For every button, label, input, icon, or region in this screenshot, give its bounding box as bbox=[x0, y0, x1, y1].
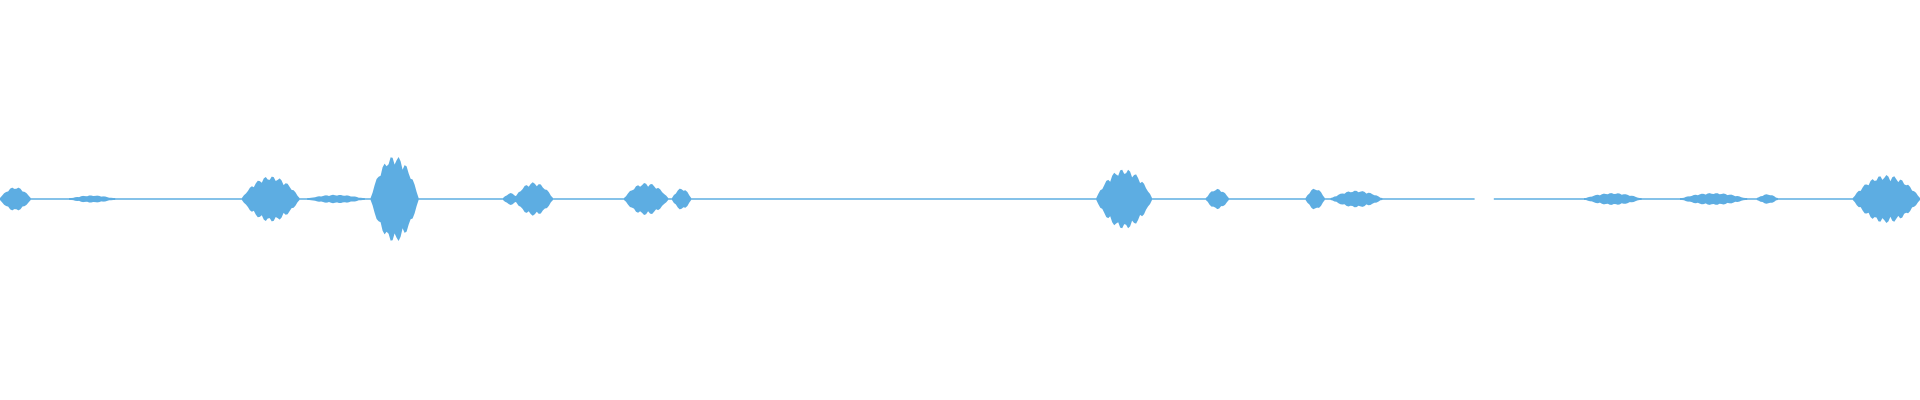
waveform-segments bbox=[0, 157, 1920, 241]
waveform-burst bbox=[1305, 188, 1325, 210]
waveform-burst bbox=[1584, 193, 1642, 205]
waveform-burst bbox=[1680, 193, 1748, 205]
waveform-burst bbox=[1096, 169, 1152, 229]
waveform-burst bbox=[370, 157, 419, 241]
waveform-burst bbox=[1330, 190, 1383, 208]
waveform-burst bbox=[241, 176, 300, 222]
waveform-burst bbox=[1205, 188, 1229, 210]
waveform-burst bbox=[514, 182, 553, 216]
waveform-burst bbox=[1852, 175, 1920, 223]
waveform-burst bbox=[672, 188, 692, 210]
waveform-burst bbox=[69, 195, 116, 203]
waveform-silent-gap bbox=[1474, 197, 1494, 201]
waveform-burst bbox=[503, 193, 519, 205]
waveform-burst bbox=[1756, 194, 1778, 204]
waveform-burst bbox=[0, 187, 31, 211]
waveform-burst bbox=[624, 183, 669, 215]
waveform-burst bbox=[307, 194, 365, 204]
waveform-gaps bbox=[1474, 197, 1494, 201]
